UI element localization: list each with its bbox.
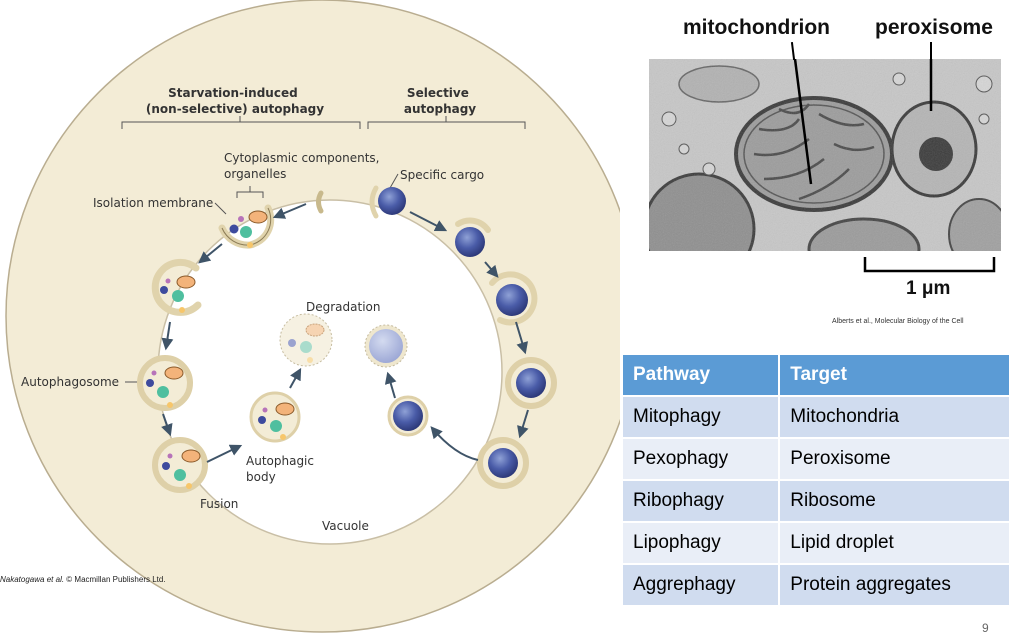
- degradation-label: Degradation: [306, 300, 380, 314]
- degradation-cargo: [364, 324, 408, 368]
- scale-bar-label: 1 μm: [906, 278, 951, 299]
- table-row: Pexophagy Peroxisome: [620, 437, 1011, 481]
- stage-isolation: [218, 204, 275, 249]
- specific-cargo-label: Specific cargo: [400, 168, 484, 182]
- table-row: Ribophagy Ribosome: [620, 479, 1011, 523]
- vacuole: [157, 199, 503, 545]
- target-cell: Peroxisome: [778, 437, 1011, 481]
- scale-bar: [863, 257, 996, 273]
- mitochondrion-label: mitochondrion: [683, 16, 830, 39]
- electron-micrograph: [649, 59, 1001, 251]
- fusion-label: Fusion: [200, 497, 238, 511]
- table-row: Lipophagy Lipid droplet: [620, 521, 1011, 565]
- micrograph-credit: Alberts et al., Molecular Biology of the…: [832, 318, 964, 325]
- autophagosome: [137, 355, 193, 411]
- pathway-arrows: [161, 203, 529, 463]
- degradation-body: [279, 313, 333, 367]
- header-pathway: Pathway: [620, 353, 781, 397]
- isolation-membrane-fragment: [316, 190, 324, 214]
- cytoplasmic-label: Cytoplasmic components, organelles: [224, 151, 383, 181]
- target-cell: Protein aggregates: [778, 563, 1011, 607]
- page-number: 9: [982, 621, 989, 635]
- peroxisome-label: peroxisome: [875, 16, 993, 39]
- stage-phagophore: [151, 258, 202, 316]
- pathway-cell: Pexophagy: [620, 437, 781, 481]
- bracket-left: [121, 116, 361, 129]
- pathway-cell: Aggrephagy: [620, 563, 781, 607]
- autophagosome-label: Autophagosome: [21, 375, 119, 389]
- header-right: Selective autophagy: [404, 86, 476, 116]
- target-cell: Lipid droplet: [778, 521, 1011, 565]
- table-header-row: Pathway Target: [620, 353, 1011, 397]
- vacuole-label: Vacuole: [322, 519, 369, 533]
- fusion-stage: [152, 437, 208, 493]
- table-row: Aggrephagy Protein aggregates: [620, 563, 1011, 607]
- autophagic-body-label: Autophagic body: [246, 454, 318, 484]
- header-target: Target: [778, 353, 1011, 397]
- target-cell: Mitochondria: [778, 395, 1011, 439]
- pathway-cell: Ribophagy: [620, 479, 781, 523]
- autophagic-body: [249, 391, 301, 443]
- isolation-membrane-label: Isolation membrane: [93, 196, 213, 210]
- autophagy-diagram: Starvation-induced (non-selective) autop…: [5, 0, 620, 633]
- pathway-cell: Lipophagy: [620, 521, 781, 565]
- pathway-cell: Mitophagy: [620, 395, 781, 439]
- bracket-right: [367, 116, 526, 129]
- selective-cargo-chain: [369, 185, 557, 489]
- header-left: Starvation-induced (non-selective) autop…: [146, 86, 324, 116]
- diagram-credit: Nakatogawa et al. © Macmillan Publishers…: [0, 575, 166, 584]
- target-cell: Ribosome: [778, 479, 1011, 523]
- pathway-table: Pathway Target Mitophagy Mitochondria Pe…: [620, 353, 1011, 607]
- table-row: Mitophagy Mitochondria: [620, 395, 1011, 439]
